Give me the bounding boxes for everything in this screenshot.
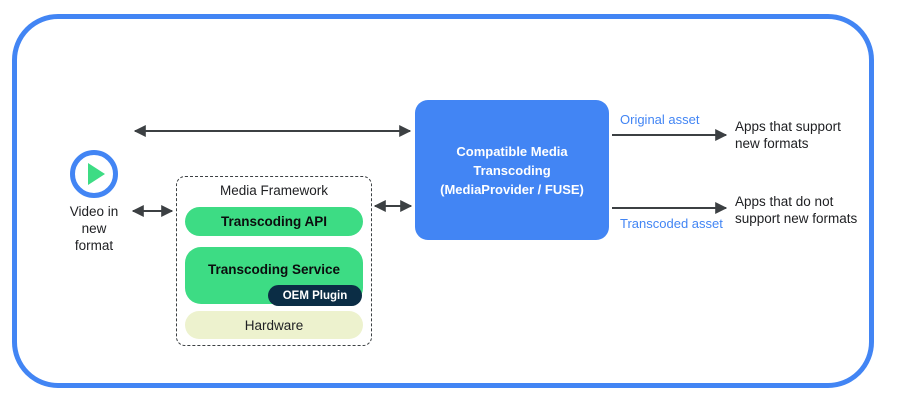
play-circle-icon (70, 150, 118, 198)
outer-frame-border (12, 14, 874, 388)
video-caption-line-3: format (74, 238, 114, 253)
apps-support-line-1: Apps that support (735, 119, 841, 134)
play-triangle-icon (88, 163, 105, 185)
media-framework-container (176, 176, 372, 346)
hardware-block: Hardware (185, 311, 363, 339)
apps-nosupport-line-2: support new formats (735, 211, 858, 226)
transcoding-api-block: Transcoding API (185, 207, 363, 236)
video-caption-line-1: Video in (69, 204, 119, 219)
apps-supporting-new-formats-label: Apps that support new formats (735, 118, 841, 152)
compatible-media-transcoding-box: Compatible Media Transcoding (MediaProvi… (415, 100, 609, 240)
transcoded-asset-label: Transcoded asset (620, 216, 723, 231)
apps-nosupport-line-1: Apps that do not (735, 194, 834, 209)
media-framework-title: Media Framework (219, 183, 329, 198)
apps-not-supporting-new-formats-label: Apps that do not support new formats (735, 193, 857, 227)
original-asset-label: Original asset (620, 112, 700, 127)
cmt-line-1: Compatible Media (456, 143, 568, 159)
oem-plugin-badge: OEM Plugin (268, 285, 362, 306)
cmt-line-2: Transcoding (473, 162, 551, 178)
apps-support-line-2: new formats (735, 136, 809, 151)
video-source-caption: Video in new format (42, 203, 146, 254)
cmt-line-3: (MediaProvider / FUSE) (440, 181, 584, 197)
video-caption-line-2: new (81, 221, 107, 236)
